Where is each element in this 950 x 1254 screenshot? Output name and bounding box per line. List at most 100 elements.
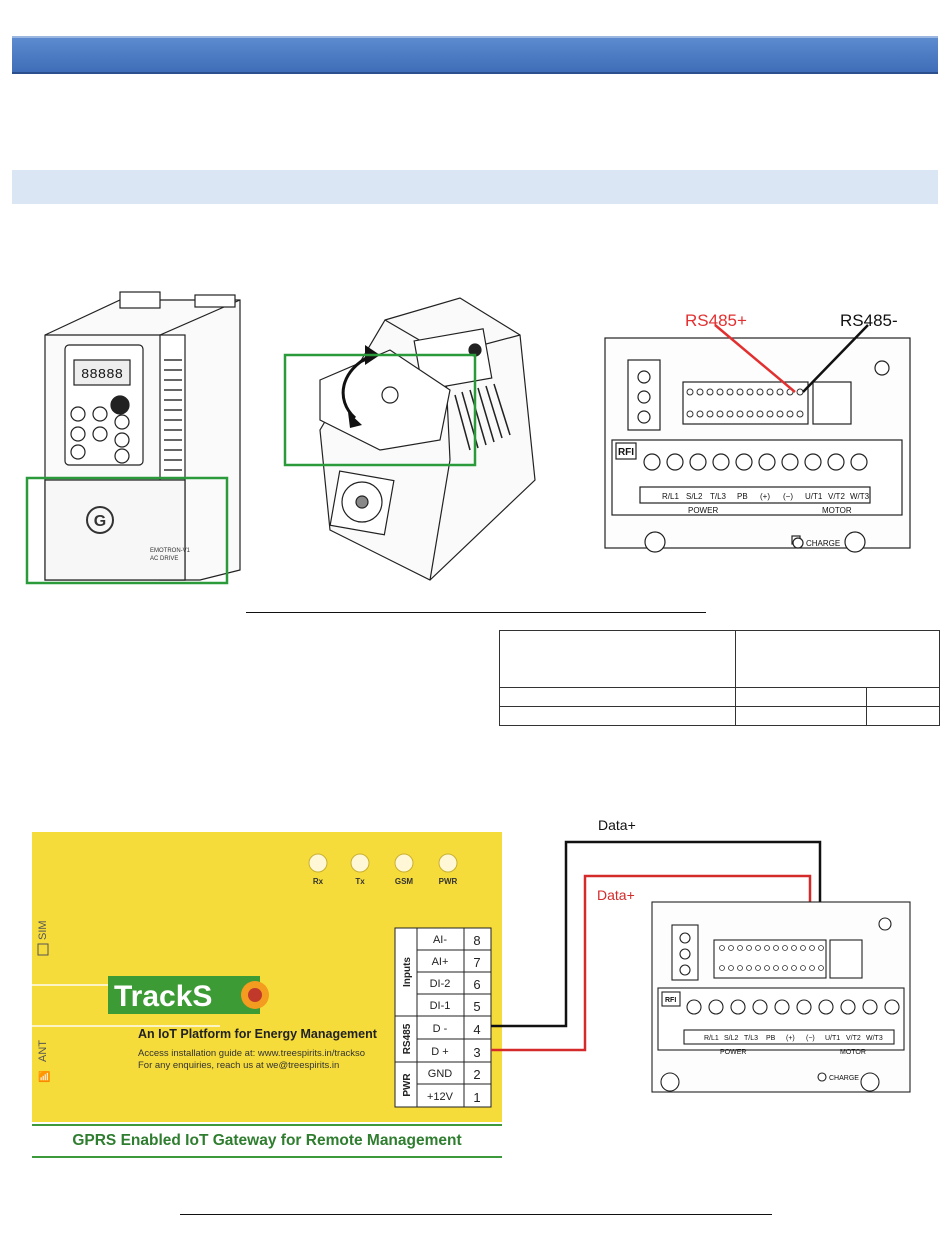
- svg-text:R/L1: R/L1: [662, 492, 679, 501]
- svg-text:RFI: RFI: [665, 997, 676, 1004]
- drive-angled-view: [319, 297, 536, 581]
- svg-text:CHARGE: CHARGE: [806, 539, 840, 548]
- svg-text:8: 8: [473, 933, 480, 948]
- svg-text:AI-: AI-: [433, 934, 447, 946]
- svg-text:D -: D -: [433, 1023, 448, 1035]
- table-cell: [866, 687, 940, 707]
- svg-text:AC DRIVE: AC DRIVE: [150, 556, 178, 562]
- led-pwr-label: PWR: [439, 877, 458, 886]
- svg-text:CHARGE: CHARGE: [829, 1075, 859, 1082]
- subsection-header-banner: [12, 170, 938, 204]
- svg-text:AI+: AI+: [432, 956, 449, 968]
- terminal-labels: AI- AI+ DI-2 DI-1 D - D + GND +12V: [427, 934, 454, 1103]
- trackso-logo: [108, 976, 260, 1014]
- svg-text:(−): (−): [783, 492, 793, 501]
- svg-text:RFI: RFI: [618, 447, 634, 458]
- svg-text:S/L2: S/L2: [724, 1035, 739, 1042]
- cover-highlight-box: [25, 476, 229, 585]
- led-gsm-label: GSM: [395, 877, 414, 886]
- sim-icon: [37, 943, 49, 956]
- table-cell: [866, 706, 940, 726]
- group-pwr-label: PWR: [402, 1073, 413, 1097]
- svg-text:V/T2: V/T2: [828, 492, 845, 501]
- terminal-labels-bottom: RFI R/L1 S/L2 T/L3 PB (+) (−) U/T1 V/T2 …: [665, 997, 883, 1082]
- svg-text:MOTOR: MOTOR: [840, 1049, 866, 1056]
- drive-front-view: 88888 G EMOTRON-V1 AC DRIVE: [44, 291, 241, 581]
- install-guide-line: Access installation guide at: www.treesp…: [138, 1048, 365, 1059]
- svg-text:T/L3: T/L3: [744, 1035, 758, 1042]
- svg-text:3: 3: [473, 1045, 480, 1060]
- svg-text:1: 1: [473, 1090, 480, 1105]
- gateway-footer: GPRS Enabled IoT Gateway for Remote Mana…: [72, 1132, 461, 1149]
- svg-text:R/L1: R/L1: [704, 1035, 719, 1042]
- svg-text:EMOTRON-V1: EMOTRON-V1: [150, 548, 191, 554]
- gateway-terminal-strip: [394, 927, 492, 1108]
- svg-text:PB: PB: [737, 492, 748, 501]
- data-plus-black-wire: [491, 840, 822, 1028]
- led-tx-label: Tx: [355, 877, 365, 886]
- gateway-tagline: An IoT Platform for Energy Management: [138, 1027, 378, 1041]
- terminal-block-top: RFI: [604, 337, 911, 553]
- keypad-highlight-box: [283, 353, 477, 467]
- svg-text:U/T1: U/T1: [805, 492, 823, 501]
- svg-text:(−): (−): [806, 1035, 815, 1042]
- svg-text:POWER: POWER: [720, 1049, 746, 1056]
- svg-text:POWER: POWER: [688, 506, 718, 515]
- svg-text:5: 5: [473, 999, 480, 1014]
- parameter-table: [499, 630, 940, 726]
- table-cell: [735, 630, 940, 688]
- terminal-numbers: 8 7 6 5 4 3 2 1: [473, 933, 480, 1105]
- rotate-arrow: [341, 353, 373, 420]
- svg-text:4: 4: [473, 1022, 480, 1037]
- antenna-icon: 📶: [38, 1070, 50, 1083]
- table-cell: [499, 687, 736, 707]
- rs485-minus-leader: [802, 324, 869, 393]
- bottom-caption-rule: [180, 1214, 772, 1215]
- terminal-pins-bottom: [719, 945, 824, 971]
- group-rs485-label: RS485: [402, 1023, 413, 1054]
- svg-text:W/T3: W/T3: [866, 1035, 883, 1042]
- wiring-diagram: Rx Tx GSM PWR SIM ANT 📶 TrackS An IoT Pl…: [32, 817, 911, 1158]
- led-rx-label: Rx: [313, 877, 324, 886]
- svg-text:T/L3: T/L3: [710, 492, 727, 501]
- svg-text:PB: PB: [766, 1035, 776, 1042]
- svg-text:S/L2: S/L2: [686, 492, 703, 501]
- svg-text:7: 7: [473, 955, 480, 970]
- drive-figures: 88888 G EMOTRON-V1 AC DRIVE: [25, 291, 911, 585]
- svg-text:+12V: +12V: [427, 1091, 454, 1103]
- trackso-logo-text: TrackS: [114, 980, 212, 1013]
- table-cell: [735, 687, 867, 707]
- rs485-minus-label: RS485-: [840, 311, 898, 330]
- table-cell: [735, 706, 867, 726]
- group-inputs-label: Inputs: [402, 957, 413, 987]
- data-plus-red-wire: [491, 874, 812, 1052]
- table-cell: [499, 630, 736, 688]
- svg-text:MOTOR: MOTOR: [822, 506, 852, 515]
- svg-text:2: 2: [473, 1067, 480, 1082]
- svg-text:GND: GND: [428, 1068, 453, 1080]
- svg-text:DI-1: DI-1: [430, 1000, 451, 1012]
- rs485-plus-leader: [714, 324, 796, 393]
- data-plus-black-label: Data+: [598, 817, 636, 833]
- svg-text:U/T1: U/T1: [825, 1035, 840, 1042]
- svg-text:6: 6: [473, 977, 480, 992]
- svg-text:DI-2: DI-2: [430, 978, 451, 990]
- gateway-leds: [308, 853, 458, 873]
- ant-label: ANT: [37, 1040, 49, 1062]
- svg-text:G: G: [94, 513, 106, 530]
- enquiry-line: For any enquiries, reach us at we@treesp…: [138, 1060, 339, 1071]
- table-cell: [499, 706, 736, 726]
- terminal-block-bottom: [651, 901, 911, 1093]
- svg-text:V/T2: V/T2: [846, 1035, 861, 1042]
- terminal-labels-top: R/L1 S/L2 T/L3 PB (+) (−) U/T1 V/T2 W/T3…: [662, 492, 870, 548]
- svg-text:88888: 88888: [81, 367, 123, 383]
- rs485-plus-label: RS485+: [685, 311, 747, 330]
- sim-label: SIM: [37, 920, 49, 940]
- section-header-banner: [12, 36, 938, 74]
- svg-text:W/T3: W/T3: [850, 492, 870, 501]
- svg-text:(+): (+): [786, 1035, 795, 1042]
- svg-text:(+): (+): [760, 492, 770, 501]
- caption-rule: [246, 612, 706, 613]
- data-plus-red-label: Data+: [597, 887, 635, 903]
- svg-text:D +: D +: [431, 1046, 448, 1058]
